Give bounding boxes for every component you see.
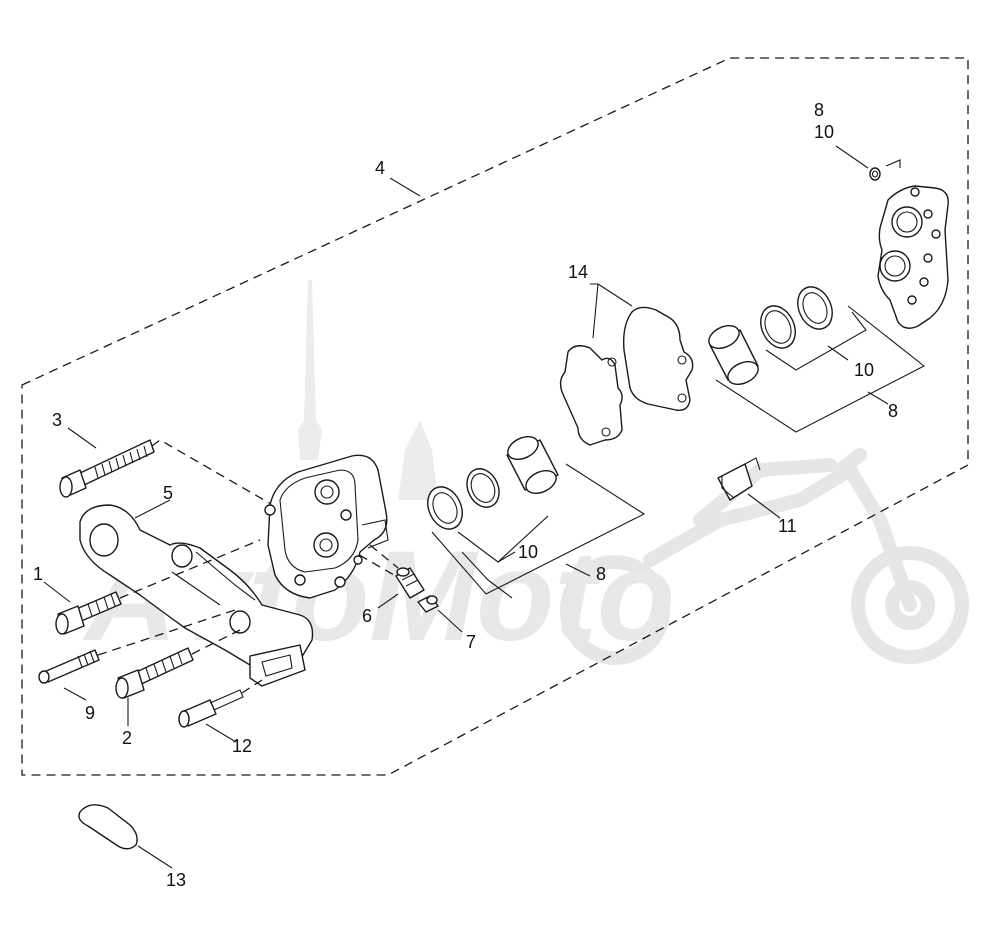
brake-pads (559, 306, 694, 446)
caliper-housing-right (869, 159, 949, 329)
bolt-2 (115, 629, 241, 699)
seal-13 (78, 804, 138, 850)
callout-8-right: 8 (888, 401, 898, 421)
bleeder-valve-6 (369, 544, 425, 599)
caliper-housing-left (264, 454, 389, 599)
callout-labels: 3 4 5 1 9 2 12 6 7 10 8 14 11 10 8 8 10 … (33, 100, 898, 890)
callout-3: 3 (52, 410, 62, 430)
pad-pin-12 (178, 679, 263, 728)
pin-9 (38, 609, 236, 684)
callout-1: 1 (33, 564, 43, 584)
callout-10-left: 10 (518, 542, 538, 562)
callout-9: 9 (85, 703, 95, 723)
retaining-clip-11 (717, 457, 761, 501)
callout-13: 13 (166, 870, 186, 890)
left-piston-set (427, 435, 559, 530)
right-piston-set (708, 286, 833, 386)
callout-8-left: 8 (596, 564, 606, 584)
callout-10-right: 10 (854, 360, 874, 380)
callout-7: 7 (466, 632, 476, 652)
callout-6: 6 (362, 606, 372, 626)
caliper-bracket (79, 504, 314, 687)
bolt-1 (55, 539, 261, 635)
callout-4: 4 (375, 158, 385, 178)
callout-12: 12 (232, 736, 252, 756)
callout-11: 11 (778, 516, 797, 536)
callout-10-top: 10 (814, 122, 834, 142)
bleeder-cap-7 (417, 595, 439, 613)
kit-boundary (21, 57, 969, 776)
leader-lines (43, 145, 926, 869)
callout-8-top: 8 (814, 100, 824, 120)
callout-14: 14 (568, 262, 588, 282)
callout-5: 5 (163, 483, 173, 503)
callout-2: 2 (122, 728, 132, 748)
